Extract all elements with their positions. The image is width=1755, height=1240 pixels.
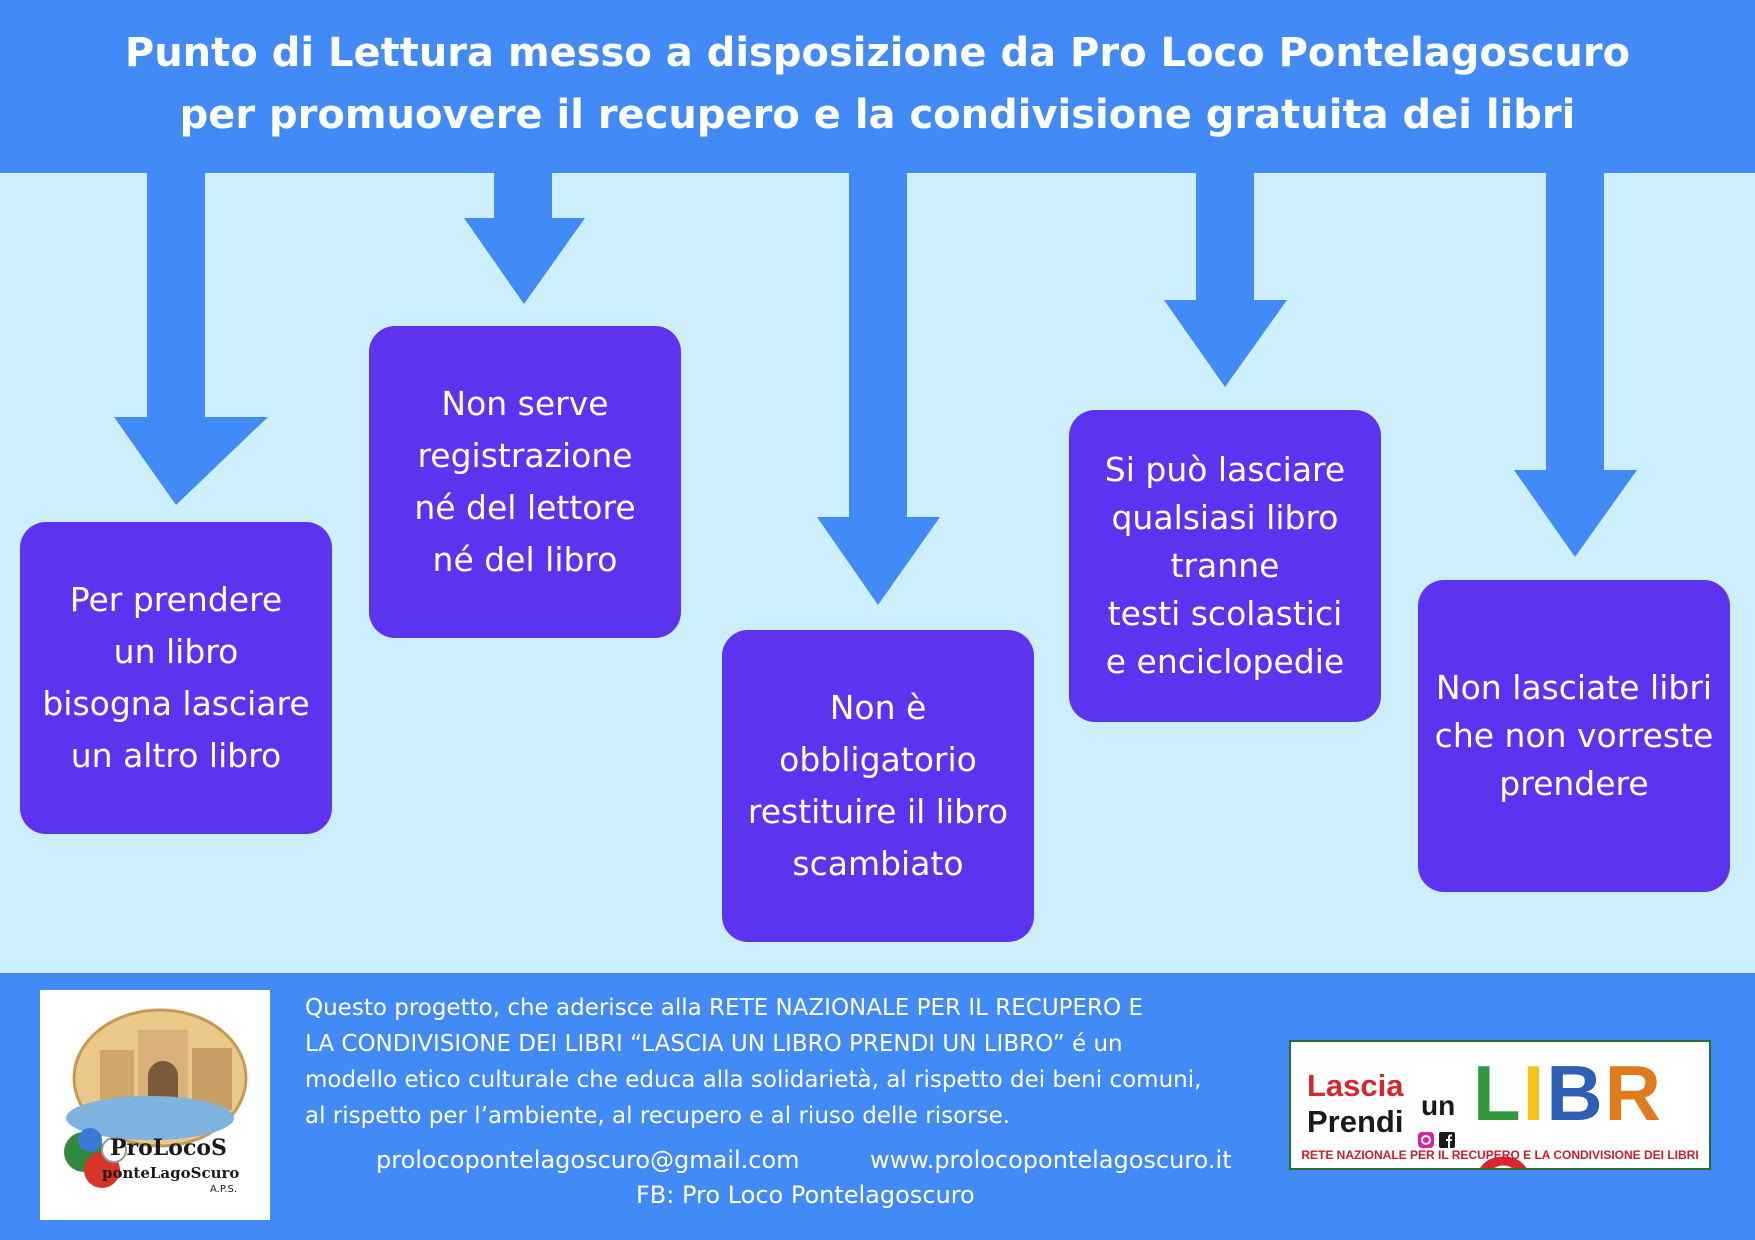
social-icons bbox=[1418, 1132, 1455, 1148]
info-box-1-text: Per prendere un libro bisogna lasciare u… bbox=[42, 580, 310, 775]
arrows-layer bbox=[114, 173, 1637, 605]
footer-description-line-4: al rispetto per l’ambiente, al recupero … bbox=[305, 1103, 1011, 1129]
logo-word-lascia: Lascia bbox=[1307, 1068, 1404, 1103]
info-box-3: Non è obbligatorio restituire il libro s… bbox=[722, 630, 1034, 942]
logo-letter-r: R bbox=[1604, 1049, 1664, 1137]
logo-word-prendi: Prendi bbox=[1307, 1104, 1404, 1139]
footer-email[interactable]: prolocopontelagoscuro@gmail.com bbox=[376, 1146, 800, 1174]
logo-word-un: un bbox=[1421, 1090, 1456, 1121]
arrow-5 bbox=[1514, 173, 1637, 557]
info-box-2-text: Non serve registrazione né del lettore n… bbox=[414, 384, 636, 579]
proloco-logo-text-bottom: ponteLagoScuro bbox=[102, 1164, 239, 1182]
header-banner: Punto di Lettura messo a disposizione da… bbox=[0, 0, 1755, 173]
info-box-5: Non lasciate libri che non vorreste pren… bbox=[1418, 580, 1730, 892]
logo-letter-b: B bbox=[1546, 1049, 1605, 1137]
proloco-logo-text-top: ProLocoS bbox=[110, 1135, 227, 1161]
logo-letter-i: I bbox=[1522, 1049, 1547, 1137]
info-box-5-text: Non lasciate libri che non vorreste pren… bbox=[1434, 668, 1714, 803]
logo-letter-l: L bbox=[1473, 1049, 1523, 1137]
arrow-2 bbox=[464, 173, 585, 304]
logo-rete-text: RETE NAZIONALE PER IL RECUPERO E LA COND… bbox=[1301, 1148, 1699, 1162]
footer-description-line-3: modello etico culturale che educa alla s… bbox=[305, 1067, 1202, 1093]
arrow-3 bbox=[817, 173, 940, 605]
header-line-1: Punto di Lettura messo a disposizione da… bbox=[124, 30, 1631, 76]
footer-description-line-1: Questo progetto, che aderisce alla RETE … bbox=[305, 995, 1143, 1021]
lascia-prendi-libro-logo: Lascia Prendi un LIBR O RETE NAZIONALE PE… bbox=[1289, 1040, 1711, 1170]
arrow-4 bbox=[1164, 173, 1287, 387]
footer-description-line-2: LA CONDIVISIONE DEI LIBRI “LASCIA UN LIB… bbox=[305, 1031, 1123, 1057]
info-box-3-text: Non è obbligatorio restituire il libro s… bbox=[747, 688, 1009, 883]
arrow-1 bbox=[114, 173, 268, 505]
logo-word-libro: LIBR O bbox=[1473, 1048, 1709, 1168]
footer-website[interactable]: www.prolocopontelagoscuro.it bbox=[870, 1146, 1232, 1174]
proloco-logo: ProLocoS ponteLagoScuro A.P.S. bbox=[40, 990, 270, 1220]
info-box-2: Non serve registrazione né del lettore n… bbox=[369, 326, 681, 638]
instagram-icon bbox=[1418, 1132, 1434, 1148]
logo-letter-o: O bbox=[1473, 1139, 1536, 1168]
header-line-2: per promuovere il recupero e la condivis… bbox=[179, 92, 1576, 138]
info-box-1: Per prendere un libro bisogna lasciare u… bbox=[20, 522, 332, 834]
footer-description: Questo progetto, che aderisce alla RETE … bbox=[305, 990, 1285, 1134]
footer-facebook[interactable]: FB: Pro Loco Pontelagoscuro bbox=[636, 1181, 975, 1209]
proloco-logo-suffix: A.P.S. bbox=[210, 1184, 237, 1195]
info-box-4-text: Si può lasciare qualsiasi libro tranne t… bbox=[1104, 450, 1346, 681]
info-box-4: Si può lasciare qualsiasi libro tranne t… bbox=[1069, 410, 1381, 722]
